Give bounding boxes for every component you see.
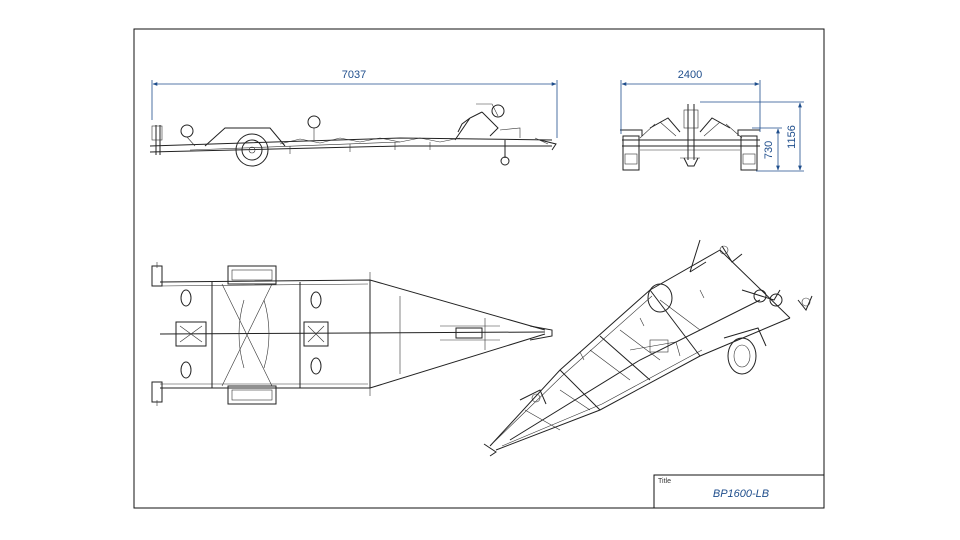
dimension-height-inner: 730: [752, 127, 804, 172]
rear-wheel-left: [622, 135, 640, 171]
drawing-border: [133, 28, 825, 509]
title-label: Title: [658, 478, 671, 485]
side-view: [149, 103, 557, 167]
top-fender-upper: [227, 265, 277, 285]
dimension-height-inner-label: 730: [763, 141, 775, 159]
rear-view: [620, 104, 760, 171]
dimension-width-label: 2400: [678, 69, 702, 81]
dimension-overall-length: 7037: [151, 69, 558, 138]
dimension-height-total-label: 1156: [786, 125, 798, 149]
dimension-width: 2400: [620, 69, 761, 134]
iso-wheel: [727, 337, 757, 375]
side-wheel: [235, 133, 269, 167]
dimension-height-total: 1156: [700, 101, 804, 171]
rear-wheel-right: [740, 135, 758, 171]
isometric-view: [483, 239, 813, 457]
title-block: Title BP1600-LB: [653, 474, 825, 509]
title-value: BP1600-LB: [713, 488, 769, 500]
top-fender-lower: [227, 385, 277, 405]
top-view: [151, 262, 553, 406]
dimension-length-label: 7037: [342, 69, 366, 81]
